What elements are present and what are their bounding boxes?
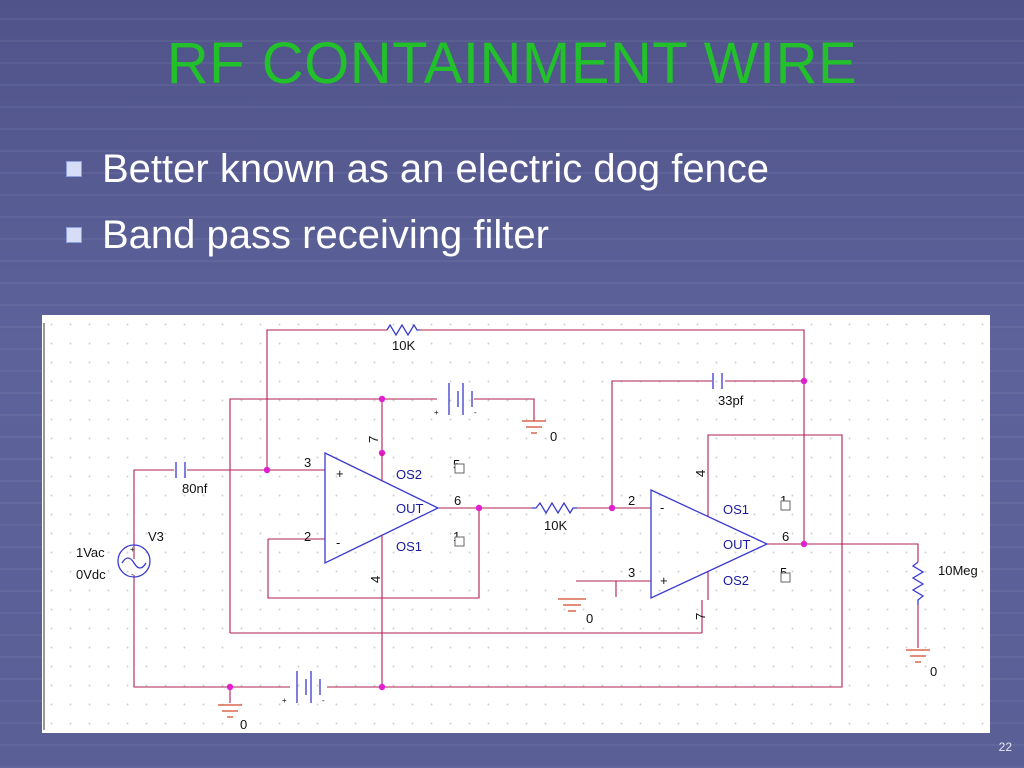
svg-text:0: 0: [930, 664, 937, 679]
bullet-item: Better known as an electric dog fence: [66, 136, 769, 202]
svg-text:6: 6: [782, 529, 789, 544]
wires: [133, 329, 919, 703]
svg-text:33pf: 33pf: [718, 393, 744, 408]
svg-text:1Vac: 1Vac: [76, 545, 105, 560]
svg-text:0: 0: [586, 611, 593, 626]
svg-text:OUT: OUT: [723, 537, 751, 552]
svg-text:-: -: [131, 570, 134, 579]
ground-symbol: 0: [558, 598, 593, 626]
square-bullet-icon: [66, 161, 82, 177]
svg-text:3: 3: [304, 455, 311, 470]
circuit-schematic: 10K 10K 80nf 33pf + -: [42, 315, 990, 733]
series-resistor: 10K: [532, 501, 577, 533]
svg-text:0: 0: [550, 429, 557, 444]
svg-text:OS1: OS1: [723, 502, 749, 517]
svg-text:6: 6: [454, 493, 461, 508]
svg-text:-: -: [322, 696, 325, 705]
ground-symbol: 0: [906, 649, 937, 679]
bullet-text: Better known as an electric dog fence: [102, 146, 770, 191]
svg-text:+: +: [282, 696, 287, 705]
svg-text:OS2: OS2: [723, 573, 749, 588]
svg-text:+: +: [336, 466, 344, 481]
svg-text:0: 0: [240, 717, 247, 732]
page-number: 22: [998, 740, 1012, 754]
svg-text:3: 3: [628, 565, 635, 580]
svg-text:2: 2: [628, 493, 635, 508]
svg-text:10K: 10K: [392, 338, 415, 353]
svg-text:0Vdc: 0Vdc: [76, 567, 106, 582]
svg-text:80nf: 80nf: [182, 481, 208, 496]
svg-text:-: -: [474, 408, 477, 417]
battery-top: + -: [434, 383, 477, 417]
svg-text:4: 4: [693, 470, 708, 477]
svg-text:OS2: OS2: [396, 467, 422, 482]
svg-text:OUT: OUT: [396, 501, 424, 516]
load-resistor: 10Meg: [911, 561, 978, 605]
ground-symbol: 0: [218, 704, 247, 732]
feedback-capacitor: 33pf: [712, 373, 744, 408]
svg-text:4: 4: [368, 576, 383, 583]
svg-text:2: 2: [304, 529, 311, 544]
opamp-2: - + 2 3 6 OUT OS1 OS2 1 5 4 7: [628, 470, 791, 620]
svg-text:V3: V3: [148, 529, 164, 544]
junction-dots: [226, 377, 808, 691]
svg-text:+: +: [660, 573, 668, 588]
svg-text:-: -: [660, 500, 664, 515]
bullet-item: Band pass receiving filter: [66, 202, 769, 268]
ground-symbol: 0: [522, 420, 557, 444]
opamp-1: + - 3 2 6 OUT OS2 OS1 5 1 7 4: [304, 436, 465, 583]
svg-text:+: +: [434, 408, 439, 417]
bullet-text: Band pass receiving filter: [102, 212, 549, 257]
slide-title: RF CONTAINMENT WIRE: [166, 31, 858, 96]
bullet-list: Better known as an electric dog fence Ba…: [66, 136, 769, 268]
square-bullet-icon: [66, 227, 82, 243]
input-capacitor: 80nf: [175, 462, 208, 496]
svg-text:10K: 10K: [544, 518, 567, 533]
svg-text:-: -: [336, 535, 340, 550]
svg-text:+: +: [130, 545, 135, 554]
battery-bottom: + -: [282, 671, 325, 705]
ac-voltage-source: + - V3 1Vac 0Vdc: [76, 529, 164, 582]
schematic-drawing: 10K 10K 80nf 33pf + -: [43, 323, 978, 732]
svg-text:7: 7: [366, 436, 381, 443]
svg-text:7: 7: [693, 613, 708, 620]
svg-text:OS1: OS1: [396, 539, 422, 554]
feedback-resistor: 10K: [386, 323, 420, 353]
svg-text:10Meg: 10Meg: [938, 563, 978, 578]
